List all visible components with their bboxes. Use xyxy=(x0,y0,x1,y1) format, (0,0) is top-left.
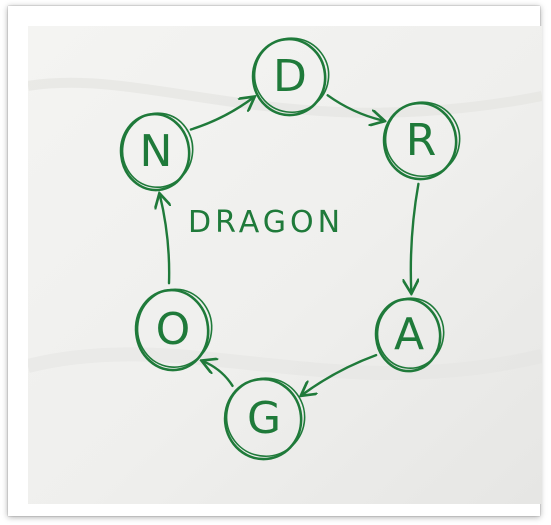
node-label: D xyxy=(273,51,307,102)
node-circle xyxy=(384,101,461,178)
node-circle xyxy=(136,288,213,368)
node-o: O xyxy=(134,288,213,372)
node-d: D xyxy=(251,37,330,117)
node-circle xyxy=(225,377,306,458)
paper-crease xyxy=(28,77,542,118)
edge-arrow-g-o xyxy=(203,361,234,387)
node-label: G xyxy=(247,393,281,444)
node-label: R xyxy=(406,115,437,166)
node-g: G xyxy=(223,377,306,461)
node-label: O xyxy=(156,304,191,355)
nodes-group: D R A G O N xyxy=(119,37,461,461)
edges-group xyxy=(160,94,419,395)
edge-arrow-o-n xyxy=(160,195,169,285)
center-word: DRAGON xyxy=(188,205,344,240)
node-circle xyxy=(376,297,445,369)
edge-arrow-r-a xyxy=(411,182,419,292)
edge-arrow-d-r xyxy=(326,94,384,120)
node-label: N xyxy=(140,126,173,177)
paper-crease xyxy=(28,347,542,381)
node-circle xyxy=(121,112,194,188)
hand-drawn-diagram: DRAGON DRAGON xyxy=(28,26,542,504)
node-n: N xyxy=(119,112,194,192)
node-r: R xyxy=(382,101,461,181)
node-a: A xyxy=(374,297,445,373)
node-label: A xyxy=(394,309,424,360)
node-circle xyxy=(253,37,330,114)
edge-arrow-a-g xyxy=(302,353,378,395)
edge-arrow-n-d xyxy=(189,98,254,131)
